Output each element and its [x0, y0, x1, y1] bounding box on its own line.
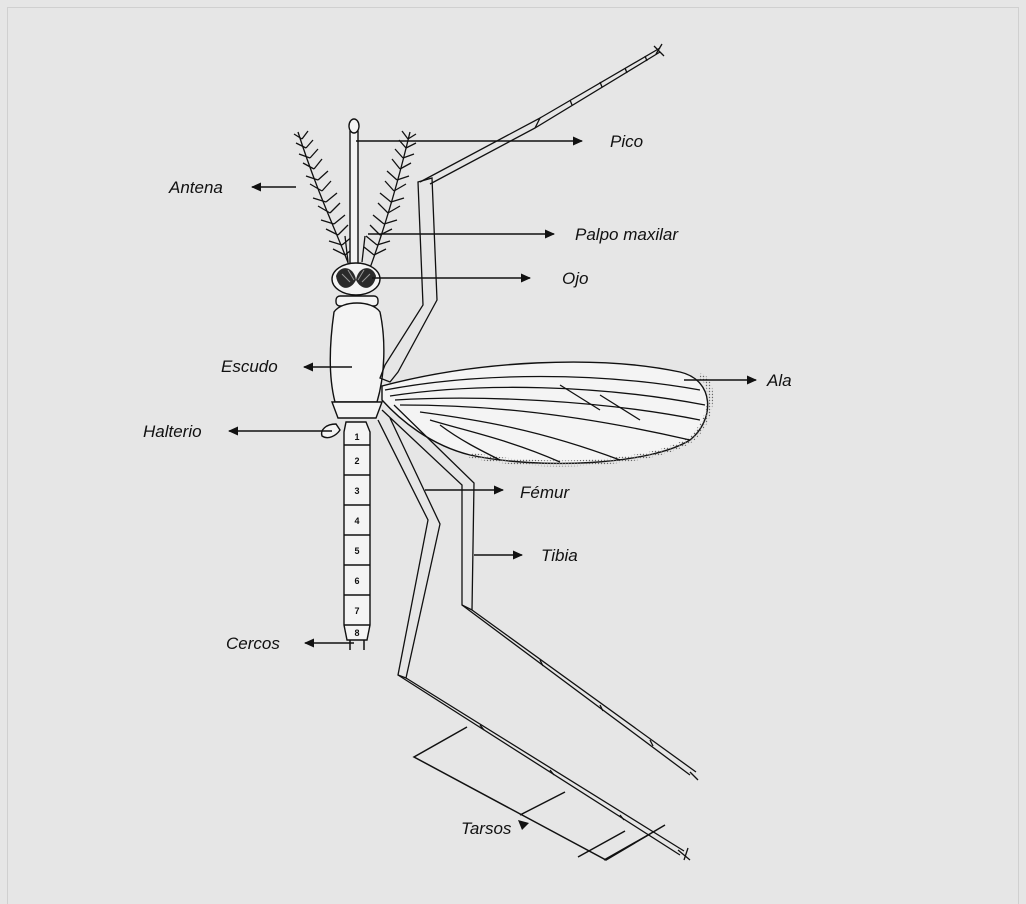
label-tibia: Tibia: [541, 546, 578, 565]
thorax: [330, 296, 383, 418]
segment-8: 8: [354, 628, 359, 638]
segment-7: 7: [354, 606, 359, 616]
wing: [382, 362, 710, 463]
label-antena: Antena: [168, 178, 223, 197]
label-escudo: Escudo: [221, 357, 278, 376]
segment-4: 4: [354, 516, 359, 526]
antenna-right: [364, 131, 416, 268]
segment-3: 3: [354, 486, 359, 496]
label-ojo: Ojo: [562, 269, 588, 288]
tarsos-bracket: [414, 727, 665, 860]
segment-1: 1: [354, 432, 359, 442]
front-leg: [380, 44, 664, 382]
label-cercos: Cercos: [226, 634, 280, 653]
head: [332, 263, 380, 295]
labels: Pico Antena Palpo maxilar Ojo Escudo Ala…: [143, 132, 792, 838]
segment-5: 5: [354, 546, 359, 556]
label-halterio: Halterio: [143, 422, 202, 441]
label-femur: Fémur: [520, 483, 570, 502]
label-palpo-maxilar: Palpo maxilar: [575, 225, 679, 244]
segment-2: 2: [354, 456, 359, 466]
label-pico: Pico: [610, 132, 643, 151]
label-tarsos: Tarsos: [461, 819, 512, 838]
mosquito-illustration: 1 2 3 4 5 6 7 8: [294, 44, 710, 860]
segment-6: 6: [354, 576, 359, 586]
label-ala: Ala: [766, 371, 792, 390]
